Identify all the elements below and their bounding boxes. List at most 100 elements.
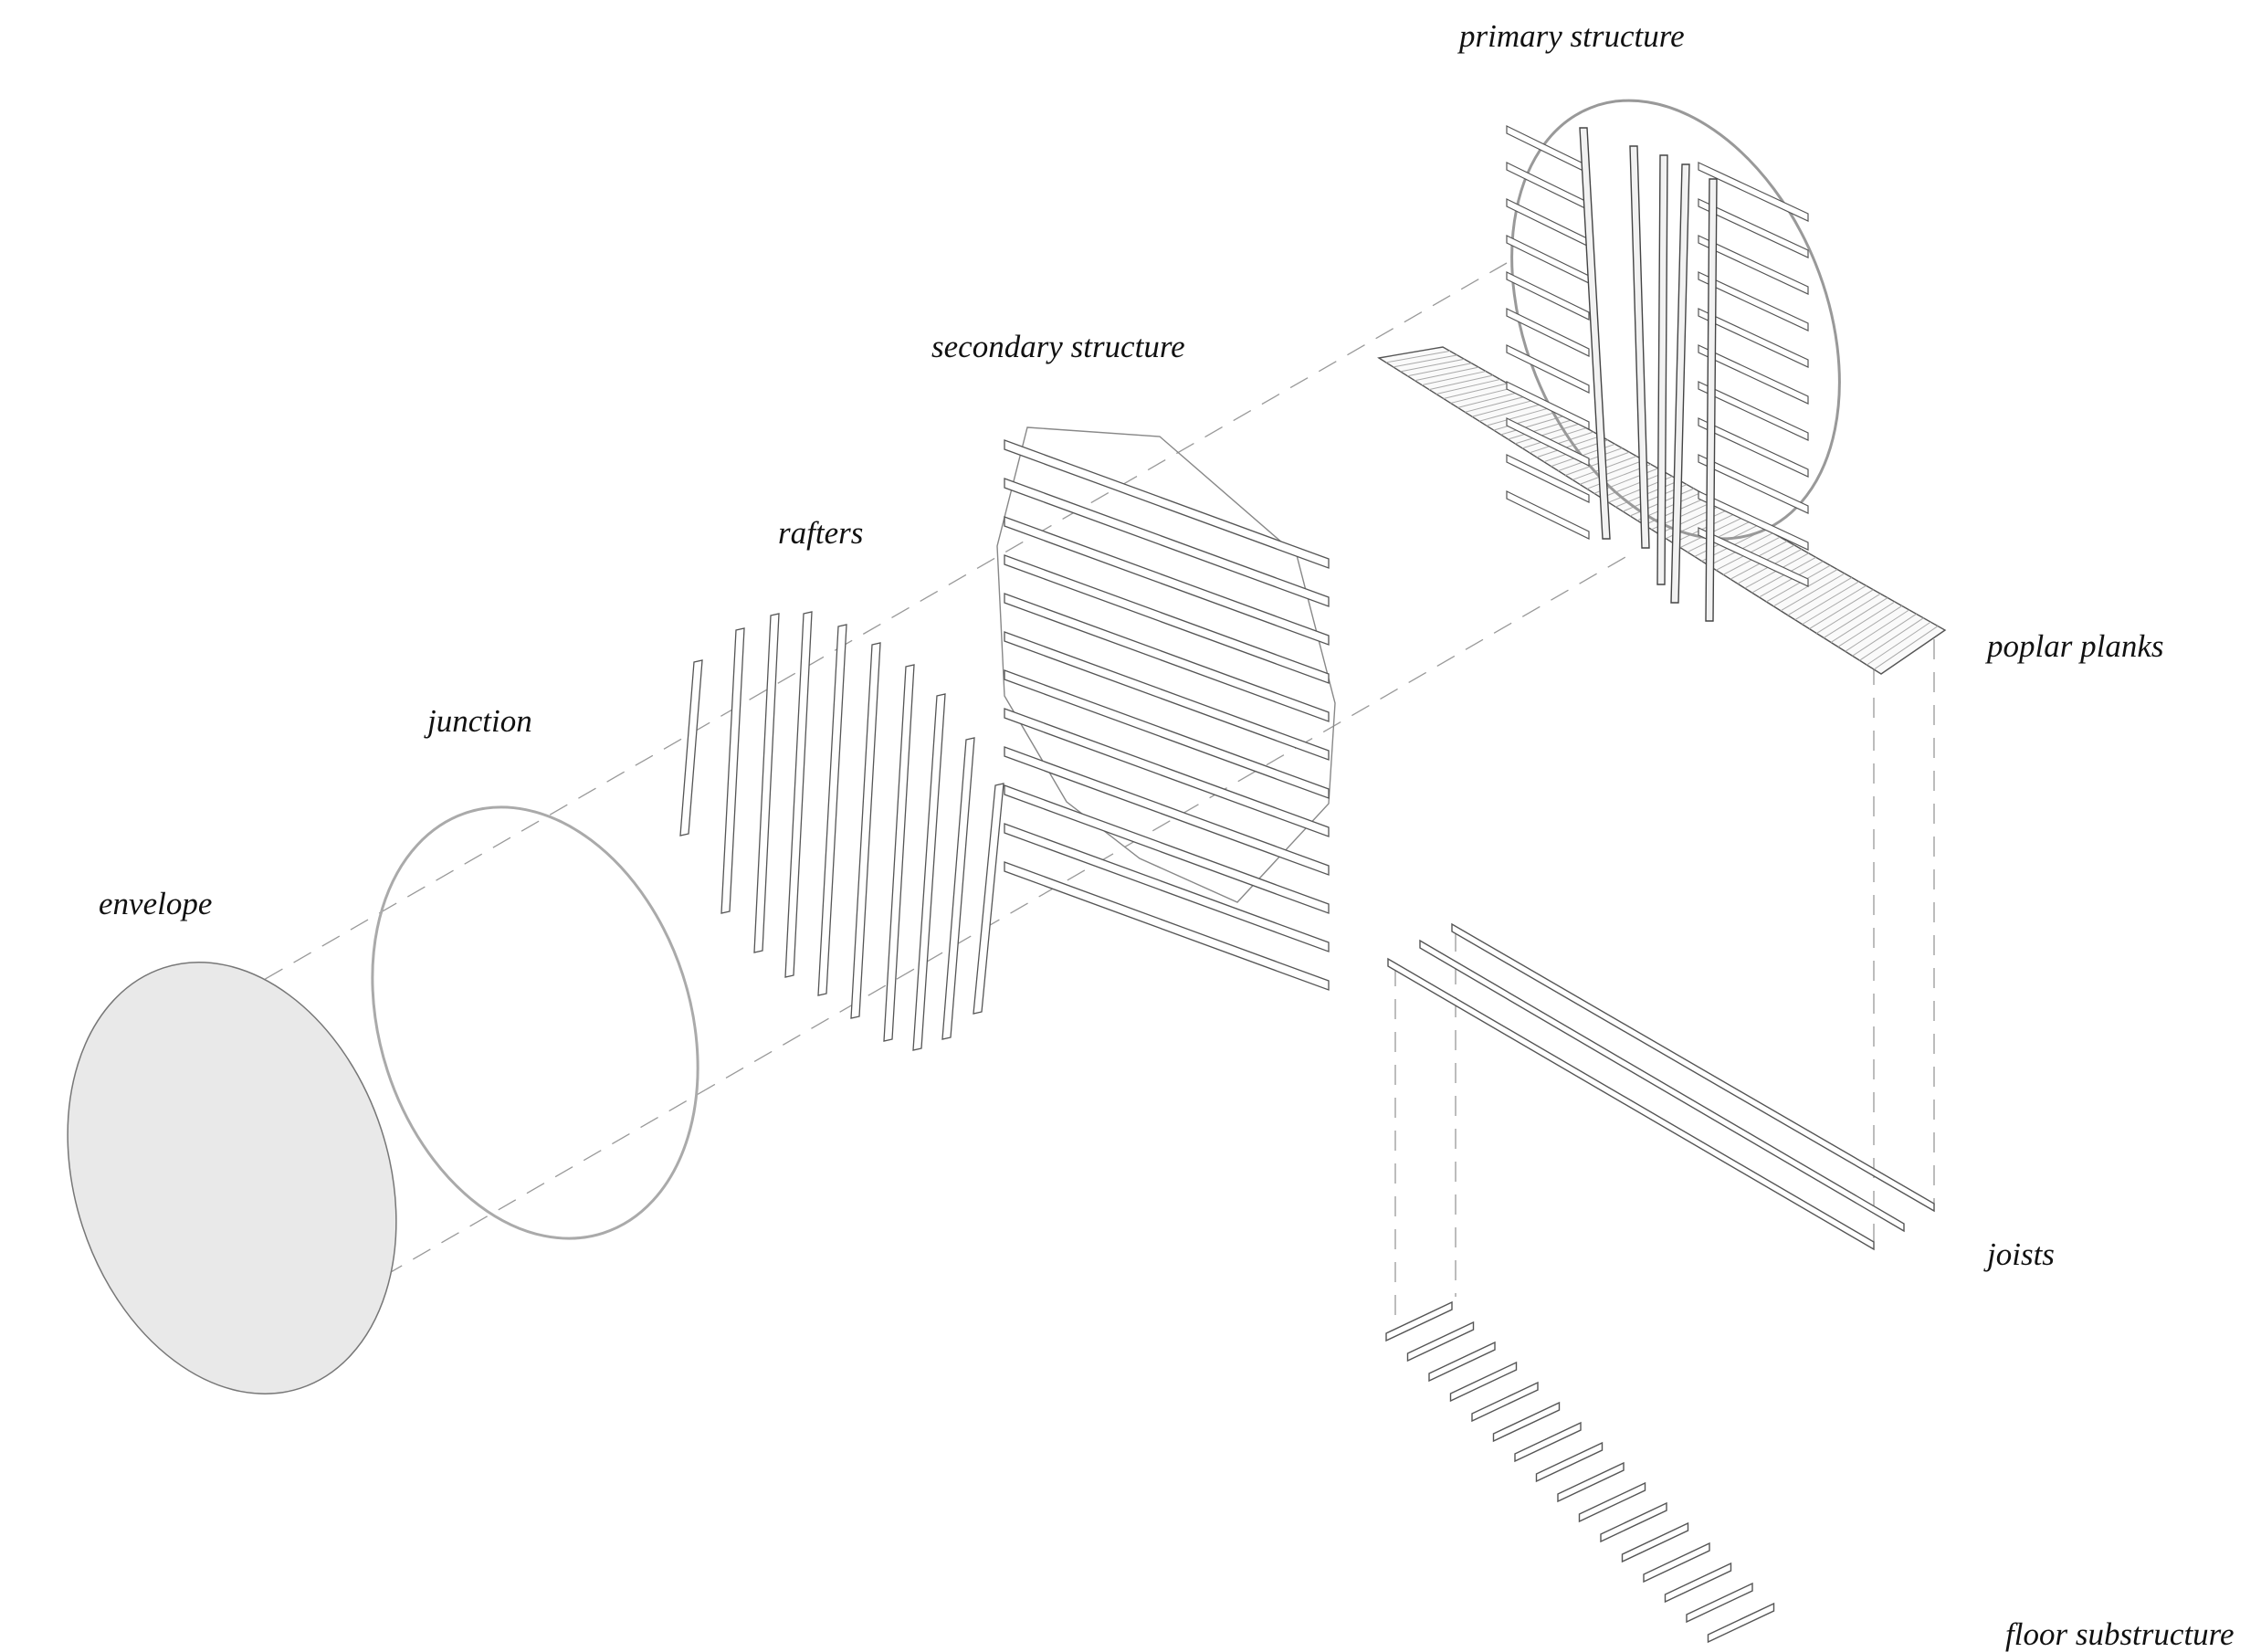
primary-rib-right [1698, 490, 1809, 551]
plank-seam [1529, 431, 1594, 454]
plank-seam [1794, 581, 1859, 621]
plank-seam [1766, 564, 1831, 603]
rafter-slat [679, 659, 703, 837]
label-envelope: envelope [99, 886, 213, 921]
rafter-slat [753, 613, 780, 953]
plank-seam [1687, 520, 1752, 552]
joist-beam [1451, 922, 1935, 1213]
primary-rib-left [1506, 235, 1590, 284]
primary-rib-left [1506, 308, 1590, 357]
floor-sleeper [1707, 1602, 1775, 1644]
floor-sleeper [1643, 1542, 1710, 1584]
alignment-dashed-lines [207, 262, 1935, 1326]
secondary-bar [1004, 593, 1330, 722]
plank-seam [1500, 415, 1565, 436]
primary-rib-left [1506, 271, 1590, 321]
floor-sleeper [1686, 1582, 1753, 1624]
plank-seam [1579, 459, 1645, 485]
plank-seam [1873, 626, 1939, 670]
primary-rib-right [1698, 527, 1809, 587]
envelope-disc [67, 962, 397, 1394]
poplar-planks-seams [1385, 350, 1939, 670]
primary-post [1705, 178, 1718, 622]
label-junction: junction [427, 703, 532, 739]
alignment-line-bottom [355, 556, 1626, 1293]
primary-rib-right [1698, 344, 1809, 405]
label-secondary-structure: secondary structure [931, 329, 1185, 364]
secondary-structure-frame [996, 426, 1336, 991]
primary-rib-right [1698, 198, 1809, 258]
secondary-structure-outline [996, 426, 1336, 903]
primary-structure-ring [1510, 99, 1841, 541]
plank-seam [1414, 366, 1479, 382]
primary-rib-left [1506, 344, 1590, 394]
plank-seam [1772, 569, 1838, 607]
rafter-slat [973, 783, 1004, 1015]
floor-sleeper [1428, 1341, 1496, 1383]
plank-seam [1830, 601, 1896, 643]
floor-sleeper [1514, 1421, 1582, 1463]
plank-seam [1565, 451, 1630, 476]
primary-structure-frame [1506, 99, 1841, 622]
plank-seam [1472, 399, 1537, 417]
rafter-slat [850, 642, 881, 1019]
secondary-bar [1004, 823, 1330, 952]
plank-seam [1486, 406, 1551, 426]
secondary-bar [1004, 784, 1330, 914]
plank-seam [1422, 371, 1487, 386]
plank-seam [1508, 419, 1572, 440]
plank-seam [1867, 621, 1931, 666]
secondary-bar [1004, 516, 1330, 646]
joists-beams [1387, 922, 1935, 1251]
primary-rib-right [1698, 308, 1809, 368]
floor-sleeper [1600, 1501, 1667, 1543]
floor-sleeper [1492, 1401, 1561, 1443]
rafter-slat [912, 693, 946, 1051]
primary-structure-ribs [1506, 125, 1809, 587]
primary-rib-right [1698, 417, 1809, 478]
secondary-bar [1004, 861, 1330, 991]
plank-seam [1407, 363, 1472, 377]
plank-seam [1493, 411, 1558, 431]
secondary-bar [1004, 708, 1330, 837]
rafter-slat [720, 627, 745, 914]
plank-seam [1837, 605, 1903, 647]
plank-seam [1809, 589, 1874, 629]
secondary-structure-bars [1004, 439, 1330, 991]
plank-seam [1759, 561, 1824, 598]
primary-structure-posts [1579, 127, 1718, 622]
floor-sleeper [1449, 1361, 1518, 1403]
primary-rib-left [1506, 417, 1590, 467]
primary-rib-right [1698, 454, 1809, 514]
plank-seam [1601, 471, 1666, 499]
label-joists: joists [1987, 1236, 2055, 1272]
secondary-bar [1004, 746, 1330, 876]
plank-seam [1672, 512, 1738, 544]
plank-seam [1787, 576, 1853, 616]
floor-sleeper [1578, 1481, 1646, 1523]
rafter-slat [817, 624, 847, 996]
label-primary-structure: primary structure [1459, 18, 1685, 54]
plank-seam [1802, 584, 1867, 626]
plank-seam [1558, 447, 1623, 472]
joist-beam [1419, 939, 1905, 1233]
plank-seam [1521, 427, 1587, 449]
plank-seam [1845, 609, 1909, 652]
floor-sleeper [1557, 1461, 1625, 1503]
label-floor-substructure: floor substructure [2005, 1616, 2235, 1652]
rafter-slat [941, 737, 975, 1040]
secondary-bar [1004, 554, 1330, 684]
floor-sleeper [1535, 1441, 1604, 1483]
primary-rib-left [1506, 198, 1590, 247]
plank-seam [1478, 403, 1544, 422]
primary-rib-right [1698, 381, 1809, 441]
plank-seam [1859, 617, 1924, 661]
plank-seam [1816, 593, 1881, 634]
rafter-slat [784, 611, 813, 978]
primary-rib-right [1698, 271, 1809, 331]
label-poplar-planks: poplar planks [1987, 628, 2164, 664]
plank-seam [1536, 435, 1602, 458]
primary-post [1629, 145, 1650, 549]
secondary-bar [1004, 669, 1330, 799]
